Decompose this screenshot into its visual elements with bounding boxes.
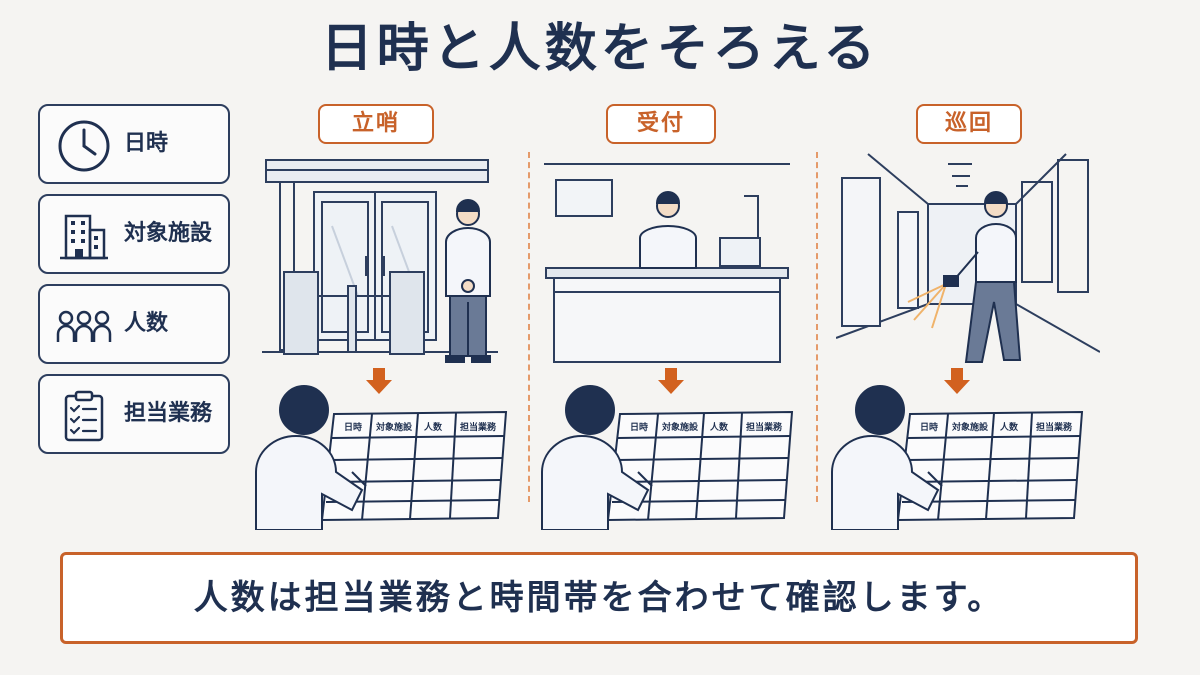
legend-card-duty: 担当業務	[38, 374, 230, 454]
legend-card-facility: 対象施設	[38, 194, 230, 274]
standing-guard-scene	[262, 159, 498, 363]
form-header: 対象施設	[661, 421, 699, 433]
form-header: 対象施設	[951, 421, 989, 433]
writer-form-panel: 日時 対象施設 人数 担当業務	[541, 385, 794, 530]
people-icon	[56, 310, 112, 342]
writer-form-panel: 日時 対象施設 人数 担当業務	[255, 385, 508, 530]
arrow-down-icon	[944, 368, 970, 394]
legend-card-headcount: 人数	[38, 284, 230, 364]
building-icon	[60, 214, 108, 260]
form-header: 日時	[344, 421, 362, 433]
legend-card-datetime: 日時	[38, 104, 230, 184]
clock-icon	[58, 120, 110, 172]
form-header: 担当業務	[460, 421, 497, 433]
page-title: 日時と人数をそろえる	[320, 19, 880, 79]
form-header: 日時	[920, 421, 938, 433]
tag-standing-guard: 立哨	[318, 104, 434, 144]
form-header: 人数	[709, 421, 729, 433]
bottom-message: 人数は担当業務と時間帯を合わせて確認します。	[193, 578, 1005, 618]
arrow-down-icon	[658, 368, 684, 394]
form-header: 人数	[999, 421, 1019, 433]
reception-desk-scene	[544, 163, 790, 363]
clipboard-icon	[64, 390, 104, 442]
legend-label: 対象施設	[124, 221, 213, 246]
form-header: 担当業務	[746, 421, 783, 433]
legend-label: 担当業務	[124, 401, 213, 426]
column-separator	[816, 152, 818, 502]
form-header: 日時	[630, 421, 648, 433]
form-header: 担当業務	[1036, 421, 1073, 433]
bottom-message-box: 人数は担当業務と時間帯を合わせて確認します。	[60, 552, 1138, 644]
patrol-corridor-scene	[836, 153, 1100, 363]
form-header: 対象施設	[375, 421, 413, 433]
arrow-down-icon	[366, 368, 392, 394]
writer-form-panel: 日時 対象施設 人数 担当業務	[831, 385, 1084, 530]
form-header: 人数	[423, 421, 443, 433]
tag-patrol: 巡回	[916, 104, 1022, 144]
column-separator	[528, 152, 530, 502]
legend-label: 日時	[124, 131, 169, 156]
legend-label: 人数	[124, 311, 169, 336]
tag-reception: 受付	[606, 104, 716, 144]
